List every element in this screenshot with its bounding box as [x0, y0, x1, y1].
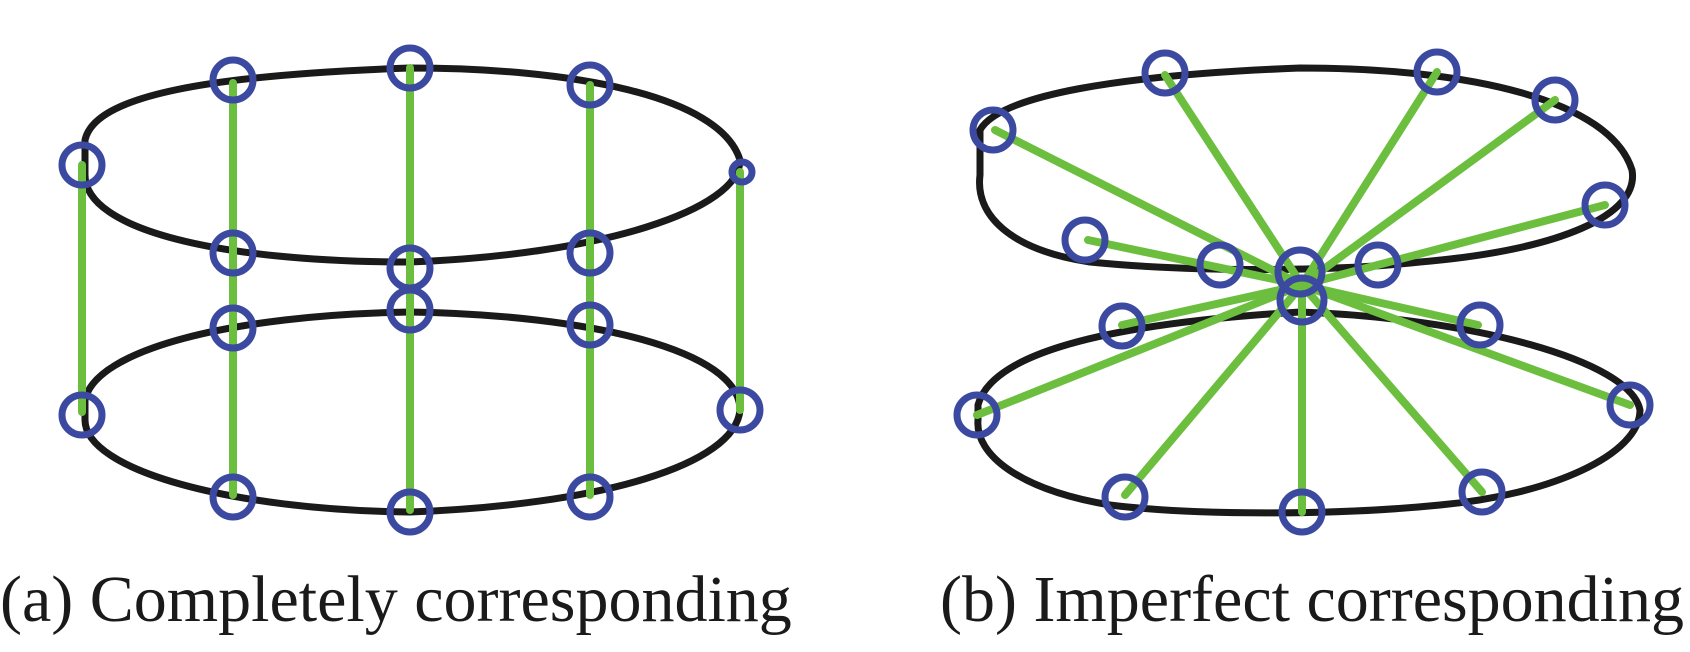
panel-b-connector [1298, 68, 1441, 289]
panel-a-marker [209, 56, 257, 104]
panel-b-marker [1141, 49, 1189, 97]
panel-a-marker [716, 386, 764, 434]
panel-b-marker [1531, 76, 1579, 124]
panel-b-marker [1101, 473, 1149, 521]
panel-a-marker [209, 304, 257, 352]
panel-b-connectors [973, 68, 1634, 516]
panel-b-marker [969, 106, 1017, 154]
panel-b-marker [1196, 241, 1244, 289]
panel-a-marker [386, 286, 434, 334]
panel-b-marker [1098, 302, 1146, 350]
panel-b-markers [953, 48, 1654, 536]
panel-b-connector [1161, 71, 1306, 289]
panel-b-connector [991, 126, 1306, 289]
panel-b-marker [1354, 241, 1402, 289]
panel-b-marker [1274, 246, 1326, 298]
panel-a-marker [566, 473, 614, 521]
panel-a-marker [209, 473, 257, 521]
panel-b-connector [1298, 281, 1634, 409]
panel-b-marker [1413, 48, 1461, 96]
panel-b-connector [1121, 281, 1306, 499]
panel-a-marker [386, 488, 434, 536]
caption-imperfect-corresponding: (b) Imperfect corresponding [940, 563, 1685, 636]
panel-b [953, 48, 1654, 536]
panel-b-bottom-ring [974, 308, 1644, 517]
panel-b-marker [1606, 381, 1654, 429]
panel-b-connector [1298, 281, 1486, 496]
panel-b-connector [1118, 281, 1306, 329]
panel-b-marker [1061, 216, 1109, 264]
panel-b-connector [973, 281, 1306, 419]
panel-b-connector [1298, 96, 1559, 289]
panel-b-marker [1458, 468, 1506, 516]
panel-b-marker [953, 391, 1001, 439]
panel-a-marker [209, 229, 257, 277]
panel-a-marker [728, 158, 756, 186]
caption-completely-corresponding: (a) Completely corresponding [0, 563, 792, 636]
panel-a-marker [58, 141, 106, 189]
panel-b-marker [1456, 301, 1504, 349]
panel-a-marker [566, 229, 614, 277]
panel-b-connector [1298, 281, 1482, 329]
panel-a-markers [58, 44, 764, 536]
panel-a-marker [566, 301, 614, 349]
panel-b-marker [1276, 274, 1328, 326]
panel-a-marker [566, 61, 614, 109]
panel-b-connector [1298, 201, 1609, 289]
panel-a-marker [386, 44, 434, 92]
panel-b-marker [1278, 488, 1326, 536]
panel-a [58, 44, 764, 536]
panel-b-marker [1581, 181, 1629, 229]
panel-b-connector [1084, 236, 1306, 289]
panel-a-marker [58, 391, 106, 439]
